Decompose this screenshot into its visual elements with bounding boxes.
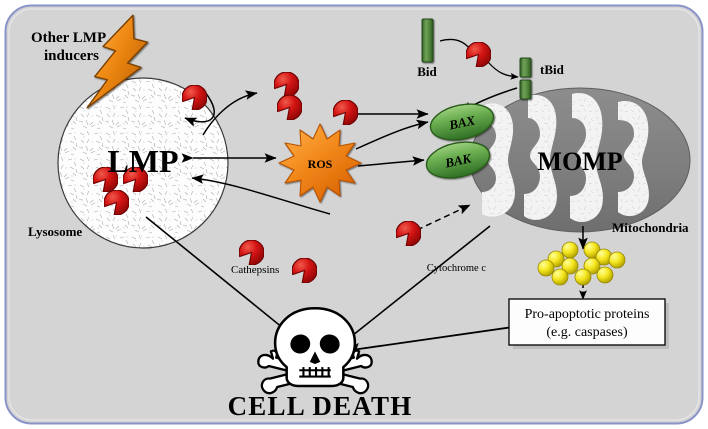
skull-eye-right [319, 334, 340, 354]
bak-ellipse [425, 141, 491, 179]
proapoptotic-proteins-box: Pro-apoptotic proteins (e.g. caspases) [508, 298, 669, 349]
cytochrome-c-sphere [596, 266, 614, 284]
arrow-proapoptotic-to-lysosome [191, 174, 331, 215]
crista-2 [524, 94, 557, 220]
lightning-bolt-icon [86, 14, 149, 109]
proapoptotic-box-frame [508, 298, 666, 346]
skull-eye-left [290, 334, 311, 354]
arrow-lysosome-to-cell-death [145, 216, 300, 342]
cytochrome-c-label: Cytochrome c [427, 263, 487, 274]
lysosome-label: Lysosome [28, 224, 82, 239]
cytochrome-c-sphere [537, 259, 555, 277]
arrow-mitochondria-to-cell-death [337, 225, 491, 348]
arrow-cathepsin-feedback-to-lysosome [184, 91, 216, 127]
bax-label: BAX [447, 112, 477, 132]
bak-protein: BAK [425, 141, 491, 179]
arrow-ros-to-bax [355, 119, 429, 150]
skull-and-crossbones-icon [257, 307, 373, 395]
cytochrome-c-sphere [561, 257, 579, 275]
arrow-cathepsin-to-tbid [487, 61, 519, 80]
cytochrome-c-sphere [574, 268, 592, 286]
crista-4 [618, 100, 649, 217]
bid-bar [421, 18, 434, 63]
arrow-lysosome-to-cathepsins [202, 90, 258, 136]
arrow-ros-to-bak [357, 156, 425, 167]
mitochondria-organelle: MOMP [469, 87, 691, 233]
cytochrome-c-cluster [537, 241, 626, 286]
arrow-proapoptotic-to-cell-death [344, 326, 514, 355]
cytochrome-c-sphere [551, 268, 569, 286]
crista-1 [482, 103, 515, 217]
cytochrome-c-sphere [583, 257, 601, 275]
momp-label: MOMP [537, 147, 622, 176]
bax-protein: BAX [429, 103, 495, 141]
tbid-bar-bottom [519, 79, 532, 100]
tbid-bar-top [519, 57, 532, 78]
cytochrome-c-sphere [561, 241, 579, 259]
lmp-label: LMP [107, 143, 178, 179]
cell-death-label: CELL DEATH [228, 391, 413, 421]
ros-starburst: ROS [278, 123, 362, 203]
skull-cranium [273, 307, 357, 388]
tbid-label: tBid [540, 62, 565, 77]
mitochondria-label: Mitochondria [612, 220, 689, 235]
tbid-protein [519, 57, 532, 100]
other-lmp-inducers-label-line2: inducers [44, 48, 99, 64]
bak-label: BAK [443, 150, 474, 171]
proapoptotic-label-line1: Pro-apoptotic proteins [525, 307, 650, 322]
ros-label: ROS [308, 157, 333, 171]
bid-label: Bid [417, 64, 437, 79]
other-lmp-inducers-label-line1: Other LMP [31, 30, 106, 46]
proapoptotic-label-line2: (e.g. caspases) [546, 325, 628, 340]
skull-nose [309, 351, 321, 364]
cathepsins-label: Cathepsins [231, 264, 279, 276]
cytochrome-c-sphere [608, 251, 626, 269]
arrow-layer [145, 38, 588, 355]
bax-ellipse [429, 103, 495, 141]
crista-3 [570, 93, 603, 222]
cell-boundary-highlight [8, 8, 700, 421]
bid-protein [421, 18, 434, 63]
